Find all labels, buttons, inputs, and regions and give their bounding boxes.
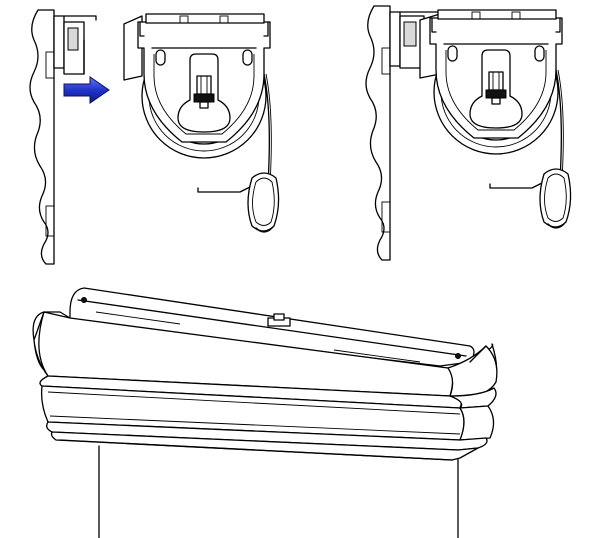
wall-clip-left	[53, 15, 97, 75]
pulley-assembly-right	[429, 9, 572, 229]
pulley-assembly-left	[137, 13, 280, 233]
panel-headrail-valance	[32, 287, 498, 538]
panel-bracket-unlocked	[29, 9, 280, 265]
wall-profile-left	[29, 9, 55, 265]
headrail-top	[69, 287, 475, 367]
panel-bracket-engaged	[365, 5, 572, 261]
right-arrow-icon	[63, 76, 110, 104]
wall-profile-right	[365, 5, 391, 261]
